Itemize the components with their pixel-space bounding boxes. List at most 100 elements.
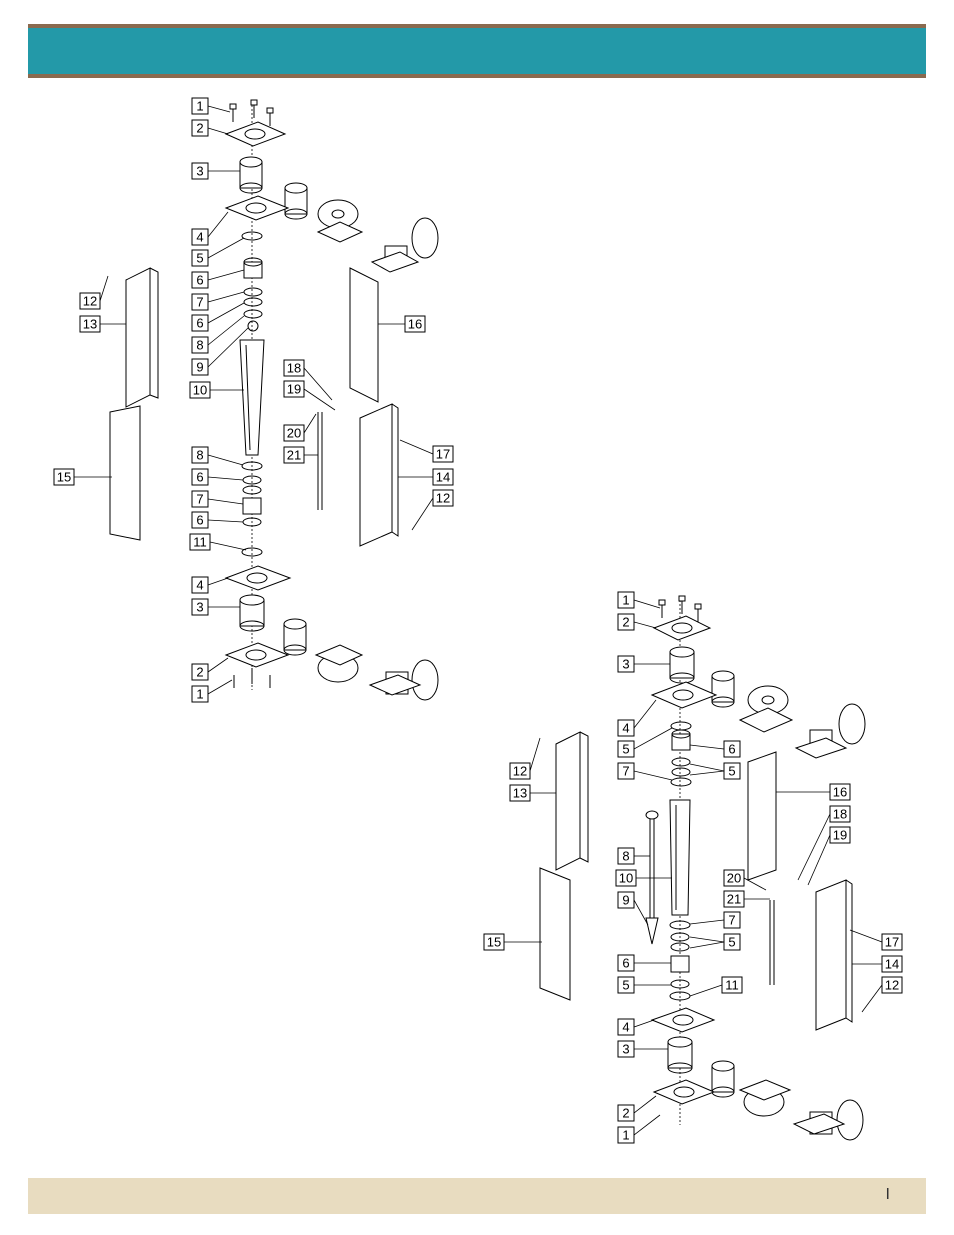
svg-text:14: 14	[885, 957, 899, 972]
callout-label: 11	[722, 977, 742, 993]
callout-label: 6	[192, 272, 208, 288]
callout-label: 1	[618, 1127, 634, 1143]
callout-label: 2	[618, 1105, 634, 1121]
callout-label: 5	[724, 763, 740, 779]
svg-text:2: 2	[196, 665, 203, 680]
base-bracket	[226, 643, 288, 667]
svg-text:21: 21	[287, 448, 301, 463]
window-panel	[110, 406, 140, 540]
svg-text:18: 18	[833, 807, 847, 822]
upper-bracket	[226, 196, 288, 220]
svg-text:18: 18	[287, 361, 301, 376]
back-plate	[360, 404, 398, 546]
svg-text:4: 4	[622, 1020, 629, 1035]
svg-text:20: 20	[287, 426, 301, 441]
flange-icon	[740, 1080, 863, 1140]
callout-label: 8	[192, 447, 208, 463]
svg-text:11: 11	[725, 978, 739, 993]
callout-label: 9	[618, 892, 634, 908]
side-cap	[712, 671, 734, 707]
seal-stack-lower	[670, 921, 690, 1000]
svg-text:12: 12	[83, 294, 97, 309]
svg-text:2: 2	[622, 1106, 629, 1121]
svg-text:6: 6	[622, 956, 629, 971]
svg-text:16: 16	[833, 785, 847, 800]
callout-label: 10	[616, 870, 636, 886]
svg-text:4: 4	[196, 578, 203, 593]
svg-text:3: 3	[622, 657, 629, 672]
svg-text:6: 6	[196, 273, 203, 288]
callout-label: 21	[724, 891, 744, 907]
indicator-rod	[318, 412, 322, 510]
callout-label: 4	[618, 1019, 634, 1035]
callout-label: 17	[882, 934, 902, 950]
side-cap-lower	[712, 1061, 734, 1097]
svg-text:12: 12	[436, 491, 450, 506]
callout-label: 11	[190, 534, 210, 550]
callout-label: 3	[618, 1041, 634, 1057]
callout-label: 1	[192, 686, 208, 702]
callout-label: 18	[284, 360, 304, 376]
callout-label: 6	[724, 741, 740, 757]
bottom-cap	[668, 1037, 692, 1073]
svg-text:13: 13	[83, 317, 97, 332]
indicator-rod	[770, 900, 774, 985]
svg-text:5: 5	[728, 935, 735, 950]
svg-text:15: 15	[487, 935, 501, 950]
callout-label: 2	[192, 664, 208, 680]
callout-label: 3	[618, 656, 634, 672]
svg-text:3: 3	[196, 164, 203, 179]
callout-label: 21	[284, 447, 304, 463]
top-bracket	[226, 122, 285, 146]
side-cap	[285, 183, 307, 219]
callout-label: 15	[54, 469, 74, 485]
lower-bracket	[652, 1008, 714, 1032]
callout-label: 6	[192, 469, 208, 485]
callout-label: 10	[190, 382, 210, 398]
callout-label: 1	[618, 592, 634, 608]
svg-text:19: 19	[833, 828, 847, 843]
diagram-a: 1 2 3 4 5 6 7 6 8 9 10 8 6 7	[54, 98, 453, 702]
flange-icon	[316, 645, 438, 700]
callout-label: 2	[192, 120, 208, 136]
svg-text:5: 5	[728, 764, 735, 779]
scale-panel	[350, 268, 378, 402]
callout-label: 3	[192, 163, 208, 179]
callout-label: 4	[192, 229, 208, 245]
callout-label: 20	[724, 870, 744, 886]
left-cover-plate	[556, 732, 588, 870]
top-cap	[670, 647, 694, 683]
svg-text:1: 1	[196, 687, 203, 702]
sight-tube	[240, 340, 264, 455]
svg-text:10: 10	[193, 383, 207, 398]
diagram-b: 1 2 3 4 5 6 7 5 8 10 9 7 5	[484, 592, 902, 1143]
svg-text:8: 8	[622, 849, 629, 864]
callout-label: 19	[830, 827, 850, 843]
svg-text:6: 6	[196, 470, 203, 485]
callout-label: 12	[510, 763, 530, 779]
callout-label: 13	[510, 785, 530, 801]
callout-label: 13	[80, 316, 100, 332]
callout-label: 12	[433, 490, 453, 506]
svg-text:16: 16	[408, 317, 422, 332]
callout-label: 3	[192, 599, 208, 615]
upper-bracket	[652, 682, 716, 708]
svg-text:8: 8	[196, 338, 203, 353]
svg-text:7: 7	[196, 295, 203, 310]
top-bracket	[654, 616, 710, 640]
svg-text:17: 17	[436, 447, 450, 462]
back-plate	[816, 880, 852, 1030]
left-cover-plate	[126, 268, 158, 407]
callout-label: 16	[405, 316, 425, 332]
callout-label: 4	[192, 577, 208, 593]
callout-label: 16	[830, 784, 850, 800]
callout-label: 8	[618, 848, 634, 864]
svg-text:7: 7	[196, 492, 203, 507]
svg-text:4: 4	[622, 721, 629, 736]
base-bracket	[654, 1080, 714, 1104]
callout-label: 5	[618, 977, 634, 993]
callout-label: 6	[192, 315, 208, 331]
svg-text:3: 3	[196, 600, 203, 615]
callout-label: 2	[618, 614, 634, 630]
